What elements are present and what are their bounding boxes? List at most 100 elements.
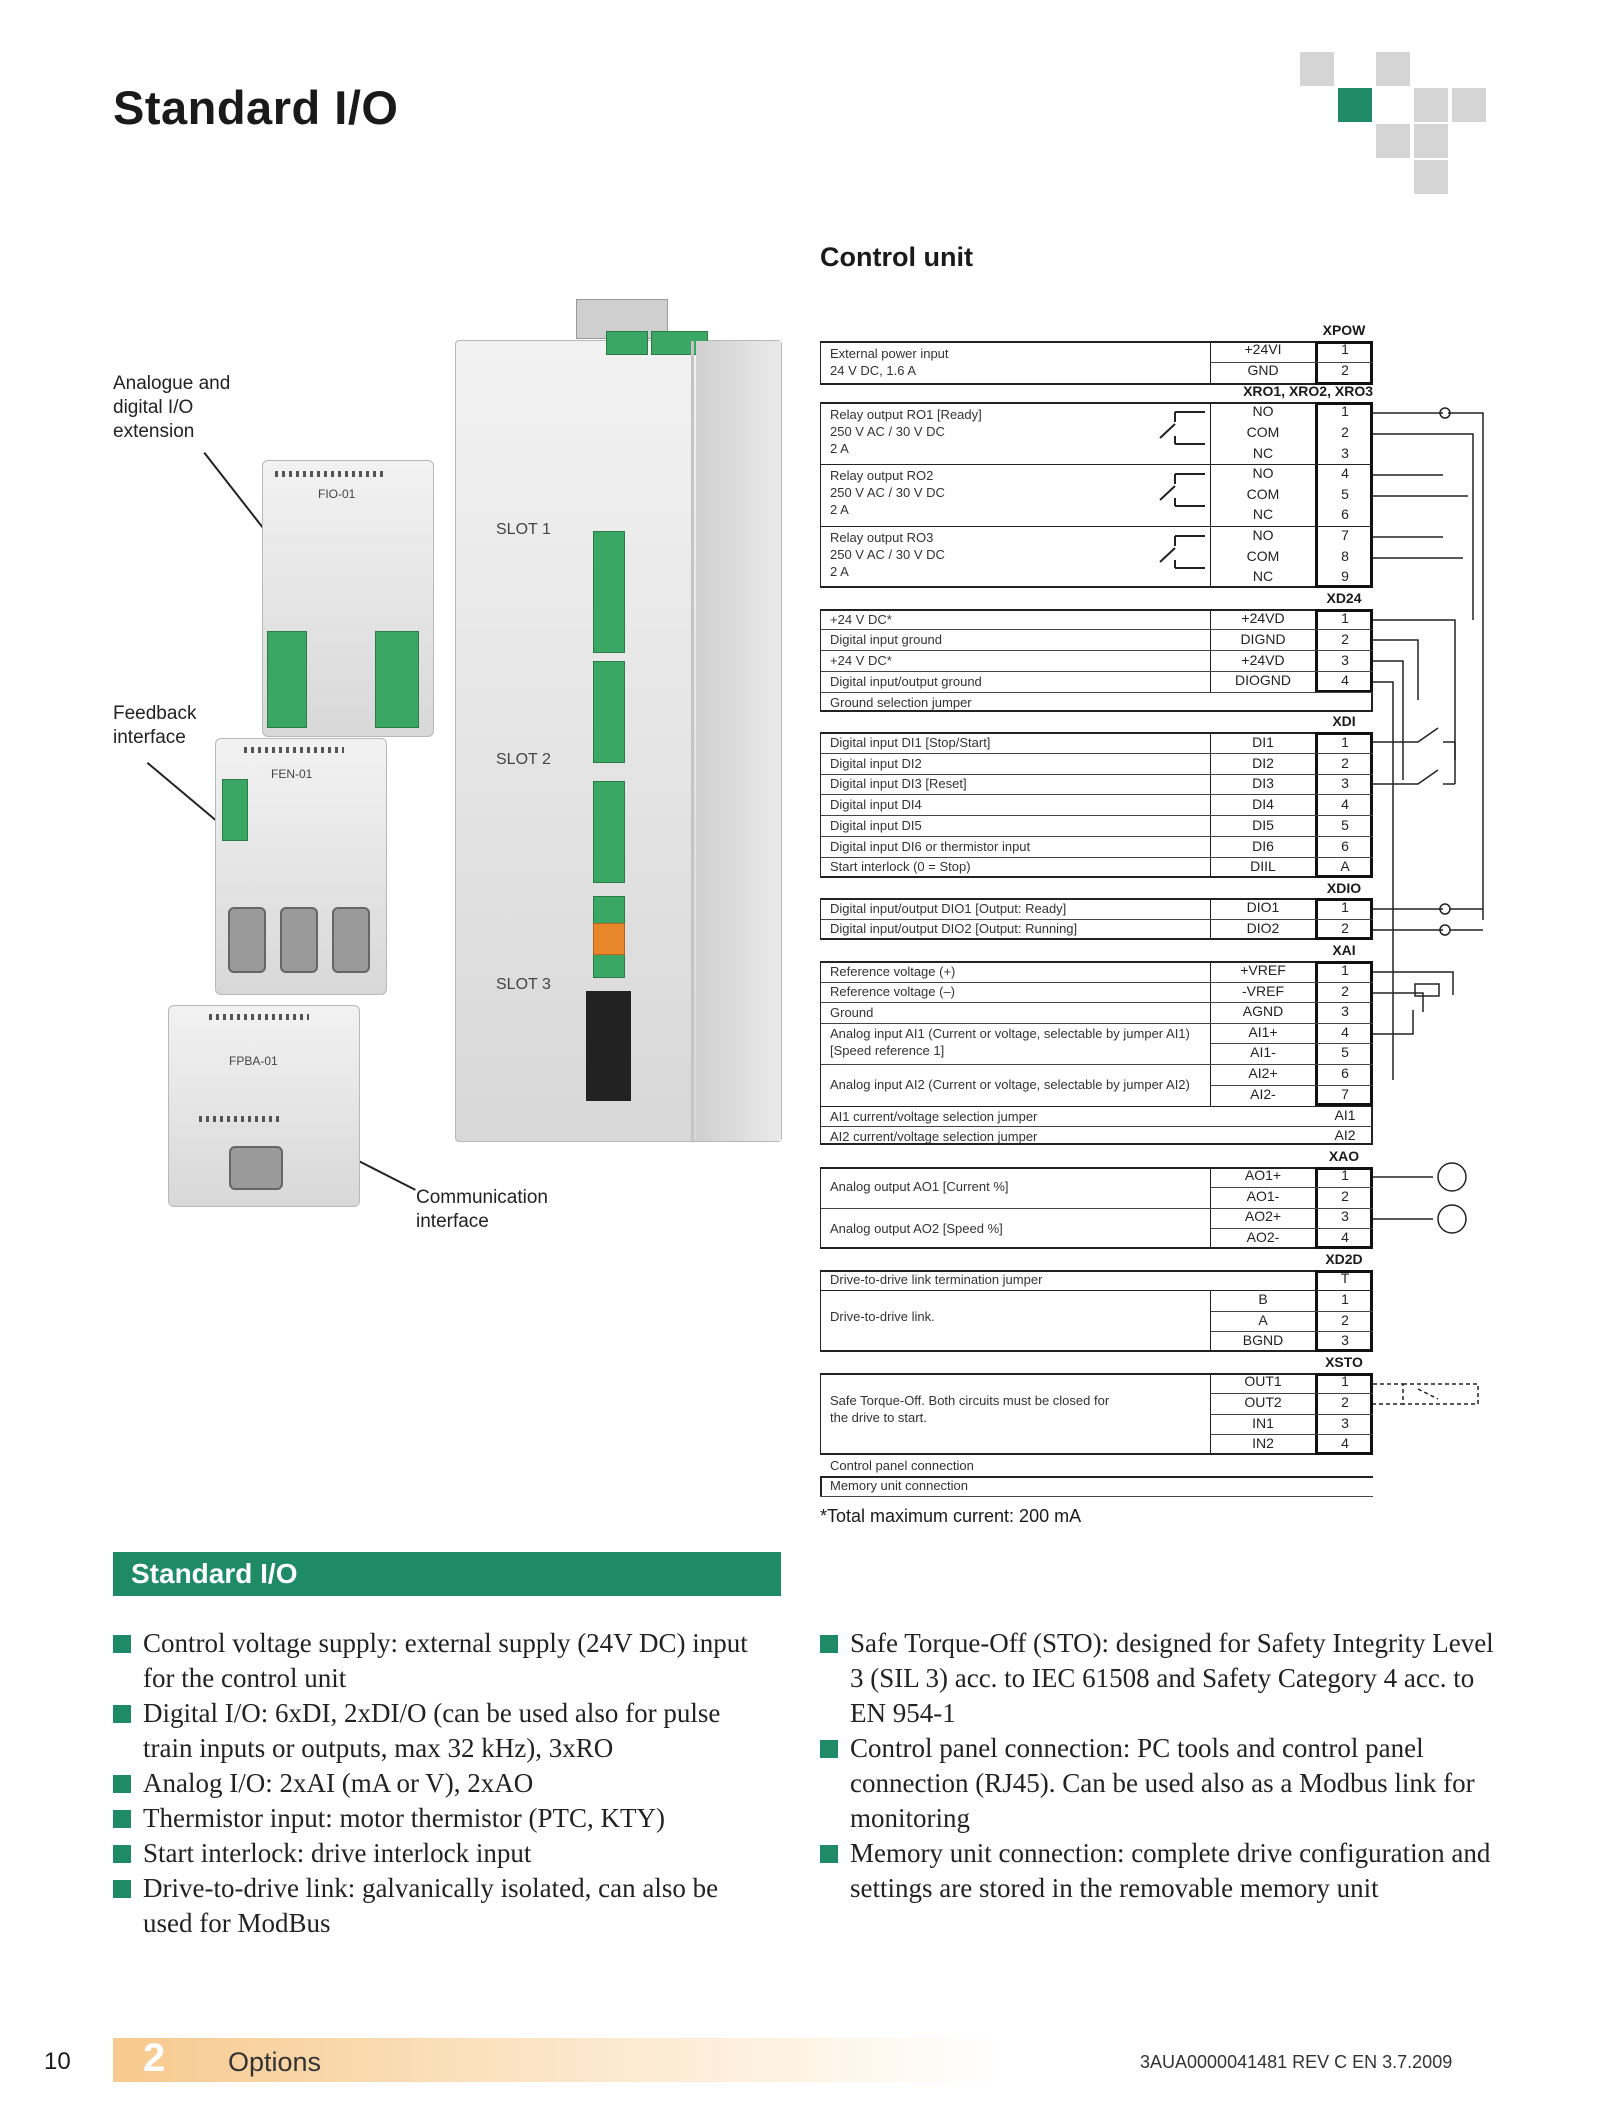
pin-number: 1 (1341, 610, 1349, 626)
row-desc: Analog input AI1 (Current or voltage, se… (830, 1026, 1190, 1058)
signal-label: NC (1252, 506, 1274, 522)
pin-number: 5 (1341, 817, 1349, 833)
pin-number: 2 (1341, 631, 1349, 647)
block-header-xdio: XDIO (1326, 880, 1362, 896)
footnote: *Total maximum current: 200 mA (820, 1506, 1082, 1526)
pin-number: 6 (1341, 838, 1349, 854)
pin-number: 8 (1341, 548, 1349, 564)
pin-number: 6 (1341, 506, 1349, 522)
signal-label: NO (1252, 527, 1274, 543)
row-desc: Digital input DI3 [Reset] (830, 776, 967, 791)
signal-label: NO (1252, 465, 1274, 481)
signal-label: DIO2 (1246, 920, 1280, 936)
row-desc: Digital input/output ground (830, 674, 982, 689)
list-item: Start interlock: drive interlock input (113, 1836, 773, 1871)
row-desc: Safe Torque-Off. Both circuits must be c… (830, 1393, 1110, 1425)
row-desc: Memory unit connection (830, 1478, 969, 1493)
pin-number: A (1340, 858, 1350, 874)
row-desc: Reference voltage (–) (830, 984, 956, 999)
wiring-diagram (1373, 407, 1484, 1405)
pin-number: 4 (1341, 465, 1349, 481)
signal-label: DI1 (1252, 734, 1274, 750)
signal-label: DIO1 (1246, 899, 1280, 915)
signal-label: +VREF (1240, 962, 1286, 978)
list-item: Thermistor input: motor thermistor (PTC,… (113, 1801, 773, 1836)
pin-number: 6 (1341, 1065, 1349, 1081)
callout-communication: Communication interface (416, 1187, 548, 1232)
list-item: Control panel connection: PC tools and c… (820, 1731, 1500, 1836)
pin-number: 2 (1341, 755, 1349, 771)
row-desc: Digital input DI4 (830, 797, 922, 812)
list-item: Memory unit connection: complete drive c… (820, 1836, 1500, 1906)
signal-label: AO2+ (1244, 1208, 1282, 1224)
block-header-xai: XAI (1332, 942, 1356, 958)
block-header-xpow: XPOW (1322, 322, 1366, 338)
control-unit-title: Control unit (820, 242, 973, 272)
signal-label: B (1258, 1291, 1268, 1307)
list-item: Digital I/O: 6xDI, 2xDI/O (can be used a… (113, 1696, 773, 1766)
pin-number: 1 (1341, 962, 1349, 978)
drive-unit: SLOT 1 SLOT 2 SLOT 3 (455, 299, 782, 1142)
pin-number: 3 (1341, 1208, 1349, 1224)
pin-number: 1 (1341, 1373, 1349, 1389)
pin-number: 1 (1341, 1291, 1349, 1307)
signal-label: -VREF (1242, 983, 1284, 999)
row-desc: Relay output RO1 [Ready] 250 V AC / 30 V… (830, 407, 982, 456)
signal-label: DIGND (1240, 631, 1286, 647)
block-header-xdi: XDI (1332, 713, 1356, 729)
signal-label: OUT1 (1244, 1373, 1282, 1389)
row-desc: Control panel connection (830, 1458, 974, 1473)
row-desc: AI1 current/voltage selection jumper (830, 1109, 1038, 1124)
row-desc: +24 V DC* (830, 612, 892, 627)
document-code: 3AUA0000041481 REV C EN 3.7.2009 (1140, 2052, 1453, 2072)
bullet-list-left: Control voltage supply: external supply … (113, 1626, 773, 1941)
chapter-number: 2 (143, 2036, 166, 2080)
row-desc: Ground selection jumper (830, 695, 972, 710)
signal-label: AI1- (1250, 1044, 1276, 1060)
signal-label: IN1 (1252, 1415, 1274, 1431)
fpba-module: FPBA-01 (168, 1005, 360, 1207)
signal-label: DI5 (1252, 817, 1274, 833)
row-desc: Digital input/output DIO1 [Output: Ready… (830, 901, 1067, 916)
pin-number: 1 (1341, 734, 1349, 750)
signal-label: DI2 (1252, 755, 1274, 771)
pin-number: 3 (1341, 445, 1349, 461)
signal-label: DIIL (1250, 858, 1276, 874)
list-item: Analog I/O: 2xAI (mA or V), 2xAO (113, 1766, 773, 1801)
pin-number: 2 (1341, 1312, 1349, 1328)
row-desc: Drive-to-drive link. (830, 1309, 935, 1324)
signal-label: AO1+ (1244, 1167, 1282, 1183)
decorative-squares (1300, 52, 1490, 202)
bullet-list-right: Safe Torque-Off (STO): designed for Safe… (820, 1626, 1500, 1906)
block-header-xd24: XD24 (1326, 590, 1362, 606)
pin-number: 2 (1341, 1394, 1349, 1410)
signal-label: DI6 (1252, 838, 1274, 854)
signal-label: AI2+ (1248, 1065, 1278, 1081)
row-desc: Digital input/output DIO2 [Output: Runni… (830, 921, 1078, 936)
pin-number: 3 (1341, 1415, 1349, 1431)
signal-label: AI1+ (1248, 1024, 1278, 1040)
footer-band (113, 2038, 1003, 2082)
signal-label: AO1- (1246, 1188, 1280, 1204)
row-desc: AI2 current/voltage selection jumper (830, 1129, 1038, 1144)
signal-label: +24VD (1241, 652, 1285, 668)
row-desc: Digital input DI5 (830, 818, 922, 833)
row-desc: +24 V DC* (830, 653, 892, 668)
block-header-xao: XAO (1328, 1148, 1360, 1164)
signal-label: COM (1246, 486, 1280, 502)
signal-label: DI3 (1252, 775, 1274, 791)
pin-number: 7 (1341, 1086, 1349, 1102)
row-desc: Digital input ground (830, 632, 943, 647)
page-number: 10 (44, 2048, 71, 2075)
row-desc: Relay output RO2 250 V AC / 30 V DC 2 A (830, 468, 945, 517)
callout-feedback: Feedback interface (113, 703, 197, 748)
block-header-xro: XRO1, XRO2, XRO3 (1243, 383, 1373, 399)
list-item: Control voltage supply: external supply … (113, 1626, 773, 1696)
callout-analogue: Analogue and digital I/O extension (113, 373, 231, 442)
pin-number: 2 (1341, 362, 1349, 378)
pin-number: 4 (1341, 672, 1349, 688)
row-desc: Analog input AI2 (Current or voltage, se… (830, 1077, 1190, 1092)
pin-number: 4 (1341, 1229, 1349, 1245)
signal-label: AGND (1242, 1003, 1284, 1019)
signal-label: +24VD (1241, 610, 1285, 626)
